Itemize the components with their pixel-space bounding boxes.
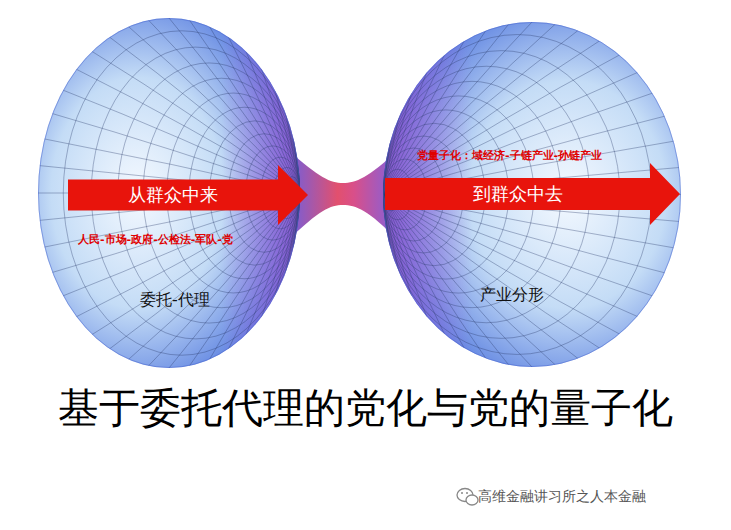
watermark: 高维金融讲习所之人本金融 <box>478 488 646 506</box>
flow-arrow: 从群众中来 <box>68 165 308 225</box>
grid-meridian <box>383 41 464 195</box>
grid-meridian <box>383 195 600 349</box>
grid-meridian <box>209 193 300 359</box>
funnel-region: 人民-市场-政府-公检法-军队-党委托-代理 从群众中来 <box>38 18 300 368</box>
grid-meridian <box>169 18 300 193</box>
red-note: 党量子化：域经济-子链产业-孙链产业 <box>417 148 602 163</box>
grid-meridian <box>383 22 532 195</box>
grid-meridian <box>383 41 600 195</box>
grid-meridian <box>149 20 300 193</box>
funnel-fill <box>383 22 681 367</box>
grid-meridian <box>92 51 300 193</box>
grid-meridian <box>383 195 486 359</box>
region-label: 产业分形 <box>480 285 544 306</box>
region-label: 委托-代理 <box>140 290 210 311</box>
grid-meridian <box>383 195 555 365</box>
funnel-grid <box>383 22 681 367</box>
grid-meridian <box>383 195 578 359</box>
flow-arrow: 到群众中去 <box>385 163 680 225</box>
grid-meridian <box>110 193 300 349</box>
grid-meridian <box>383 30 486 194</box>
diagram-title: 基于委托代理的党化与党的量子化 <box>0 380 731 436</box>
grid-meridian <box>228 193 300 349</box>
arrow-body <box>68 165 308 225</box>
grid-meridian <box>383 195 620 335</box>
grid-meridian <box>110 37 300 193</box>
arrow-body <box>385 163 680 225</box>
grid-meridian <box>228 37 300 193</box>
grid-meridian <box>76 193 300 317</box>
wechat-icon <box>457 489 478 506</box>
grid-meridian <box>76 69 300 193</box>
grid-meridian <box>383 195 464 349</box>
arrow-text: 到群众中去 <box>385 163 650 225</box>
funnel-tint <box>383 22 681 367</box>
grid-meridian <box>129 27 300 193</box>
grid-meridian <box>383 195 444 335</box>
red-note: 人民-市场-政府-公检法-军队-党 <box>78 232 233 247</box>
grid-meridian <box>246 51 300 193</box>
grid-meridian <box>383 195 532 368</box>
grid-meridian <box>383 195 427 317</box>
grid-meridian <box>383 195 509 365</box>
grid-meridian <box>383 73 637 195</box>
grid-meridian <box>189 20 300 193</box>
grid-meridian <box>383 55 620 195</box>
grid-meridian <box>383 195 637 317</box>
funnel-rim <box>384 23 681 367</box>
grid-meridian <box>209 27 300 193</box>
grid-meridian <box>383 73 427 195</box>
grid-meridian <box>92 193 300 335</box>
funnel-region: 党量子化：域经济-子链产业-孙链产业产业分形 到群众中去 <box>383 22 681 367</box>
arrow-text: 从群众中来 <box>68 165 278 225</box>
